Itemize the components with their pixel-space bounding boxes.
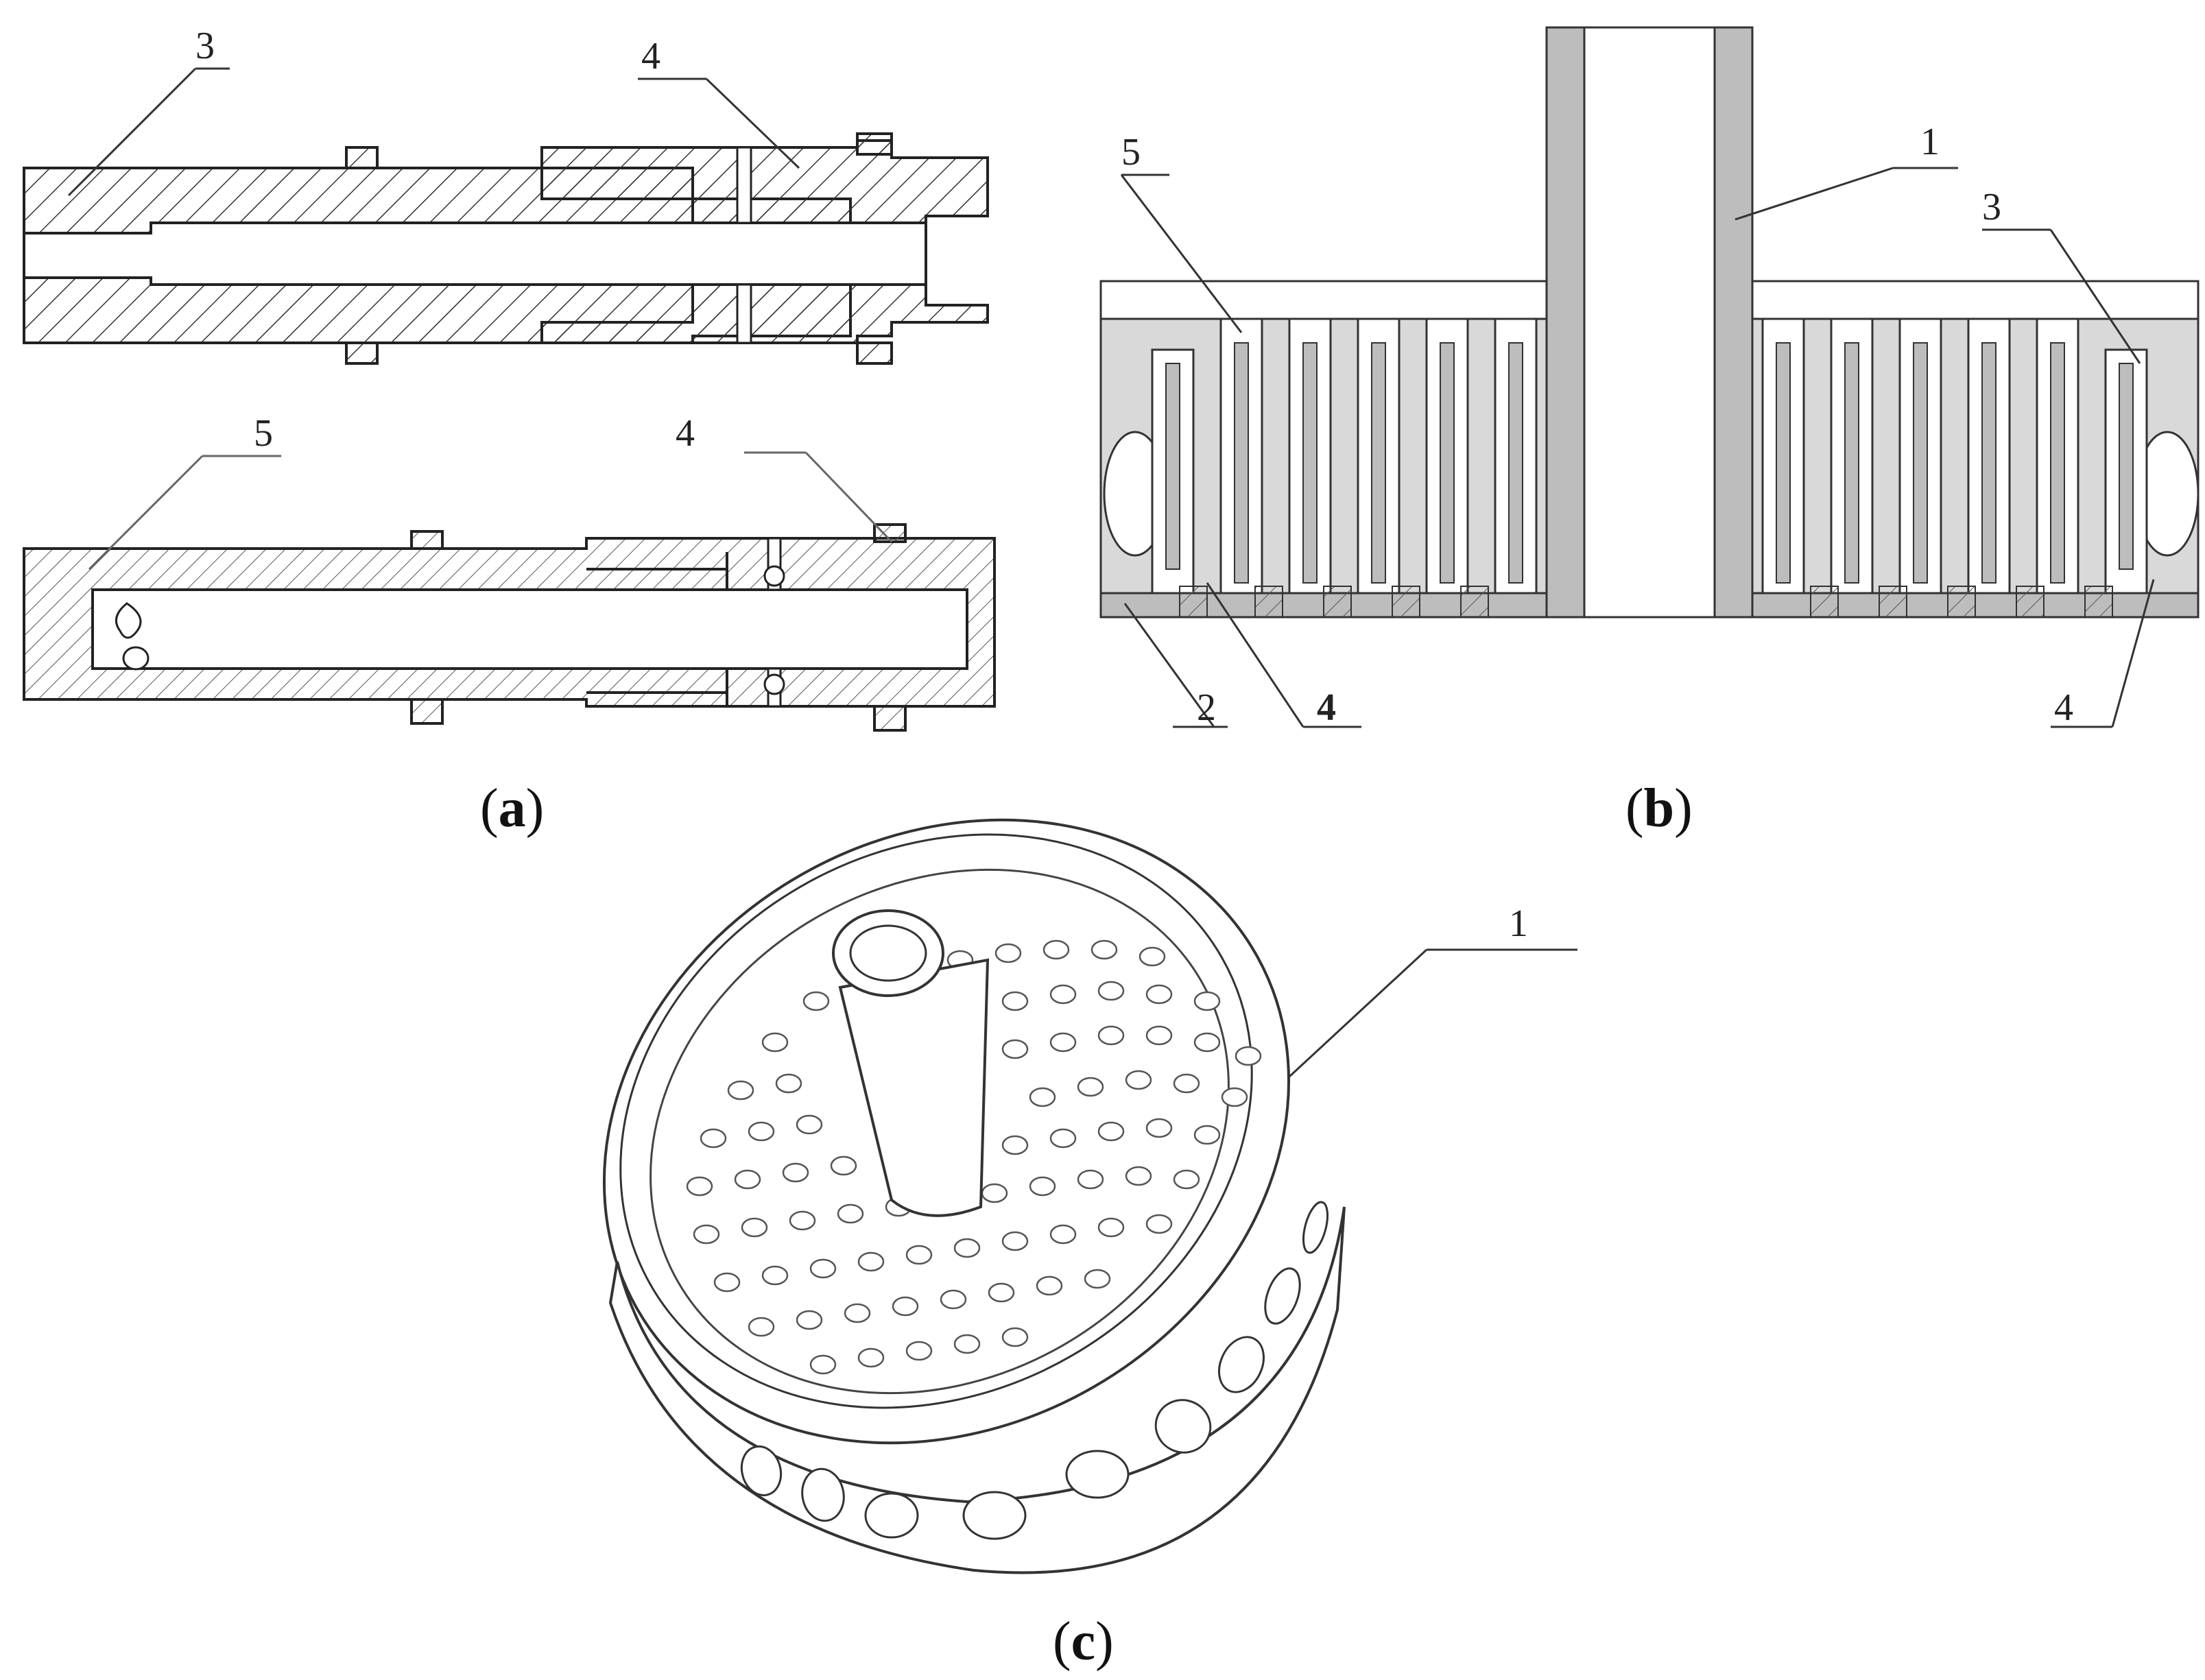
panel-b-label-5: 5	[1121, 131, 1141, 173]
panel-b-label-4-right: 4	[2054, 686, 2073, 729]
panel-b-label-1: 1	[1920, 121, 1940, 163]
panel-b: 1 5 3 2 4 4 (b)	[1099, 26, 2200, 839]
panel-b-left-tubes	[1151, 317, 1538, 618]
panel-a-label-4-top: 4	[641, 35, 660, 77]
panel-c-plate-holes	[686, 939, 1262, 1375]
panel-a-label-3: 3	[195, 25, 215, 67]
panel-a-bottom-assembly	[23, 451, 996, 732]
panel-a-top-assembly	[23, 67, 989, 365]
panel-c-label-1: 1	[1509, 902, 1528, 945]
panel-b-right-tubes	[1761, 317, 2148, 618]
panel-c-wall-holes	[740, 1201, 1329, 1540]
panel-c-caption: (c)	[1053, 1611, 1114, 1672]
panel-b-label-4-left: 4	[1317, 686, 1336, 729]
panel-c: 1 (c)	[602, 818, 1577, 1672]
panel-b-caption: (b)	[1625, 778, 1693, 839]
panel-a-label-4-bottom: 4	[676, 412, 695, 455]
panel-b-label-2: 2	[1197, 686, 1216, 729]
panel-a: 3 4 5 4 (a)	[23, 25, 996, 839]
panel-a-caption: (a)	[480, 778, 544, 839]
panel-b-label-3: 3	[1982, 186, 2001, 228]
panel-a-label-5: 5	[254, 412, 273, 455]
